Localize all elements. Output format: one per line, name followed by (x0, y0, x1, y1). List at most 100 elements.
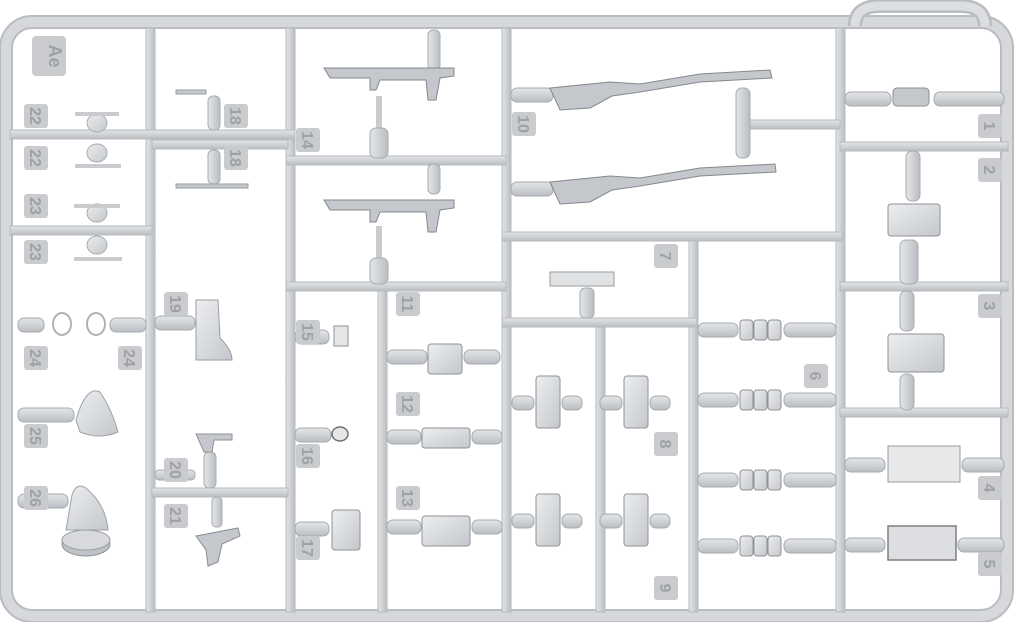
part-18[interactable] (175, 89, 249, 189)
part-number-labels: 1234567891011121314151617181819202122222… (24, 104, 1002, 600)
gate (649, 395, 671, 411)
part-number: 22 (26, 107, 43, 125)
part-label-23: 23 (24, 194, 48, 218)
part-label-16: 16 (296, 444, 320, 468)
part-number: 20 (166, 461, 183, 479)
part-10[interactable] (510, 69, 777, 205)
gate (649, 513, 671, 529)
part-25[interactable] (17, 390, 119, 437)
part-4[interactable] (844, 445, 1005, 483)
gate (697, 392, 739, 408)
part-label-4: 4 (978, 476, 1002, 500)
part-label-24: 24 (24, 346, 48, 370)
part-number: 23 (26, 243, 43, 261)
part-number: 21 (166, 507, 183, 525)
part-label-6: 6 (804, 364, 828, 388)
part-23[interactable] (74, 203, 122, 261)
part-number: 1 (980, 122, 997, 131)
inner-runners-h (9, 119, 1009, 498)
part-number: 4 (980, 484, 997, 493)
part-1[interactable] (844, 87, 1005, 107)
part-number: 11 (398, 296, 415, 313)
gate (783, 472, 837, 488)
part-label-9: 9 (654, 576, 678, 600)
magazine-pouch (623, 493, 649, 547)
pouch (739, 319, 754, 341)
part-5[interactable] (844, 525, 1005, 561)
gate (599, 513, 623, 529)
part-22[interactable] (75, 112, 121, 168)
part-number: 5 (980, 560, 997, 569)
part-label-8: 8 (654, 432, 678, 456)
part-14[interactable] (323, 29, 455, 285)
gate (783, 538, 837, 554)
part-3[interactable] (887, 290, 945, 411)
part-label-17: 17 (296, 536, 320, 560)
pouch (753, 535, 768, 557)
part-number: 16 (298, 447, 315, 465)
part-number: 7 (656, 252, 673, 261)
pouch (767, 319, 782, 341)
part-2[interactable] (887, 150, 941, 285)
gate (697, 538, 739, 554)
part-label-14: 14 (296, 128, 320, 152)
part-label-3: 3 (978, 294, 1002, 318)
gate (697, 322, 739, 338)
part-24[interactable] (17, 312, 147, 336)
magazine-pouch (535, 493, 561, 547)
part-6[interactable] (697, 319, 837, 557)
part-number: 2 (980, 166, 997, 175)
part-label-26: 26 (24, 486, 48, 510)
part-label-19: 19 (164, 292, 188, 316)
part-number: 3 (980, 302, 997, 311)
part-number: 17 (298, 539, 315, 557)
part-number: 22 (26, 149, 43, 167)
gate (783, 322, 837, 338)
magazine-pouch (535, 375, 561, 429)
part-label-1: 1 (978, 114, 1002, 138)
pouch (739, 389, 754, 411)
pouch (767, 389, 782, 411)
pouch (753, 389, 768, 411)
part-number: 18 (226, 149, 243, 167)
part-number: 26 (26, 489, 43, 507)
part-number: 10 (514, 115, 531, 133)
part-number: 23 (26, 197, 43, 215)
part-number: 14 (298, 131, 315, 149)
part-label-18: 18 (224, 146, 248, 170)
sprue-letter: Ae (45, 44, 65, 67)
part-number: 9 (656, 584, 673, 593)
pouch (767, 469, 782, 491)
part-label-24: 24 (118, 346, 142, 370)
part-label-18: 18 (224, 104, 248, 128)
gate (697, 472, 739, 488)
part-number: 19 (166, 295, 183, 313)
part-label-12: 12 (396, 392, 420, 416)
sprue-letter-tag: Ae (32, 36, 66, 76)
pouch (739, 535, 754, 557)
part-8[interactable] (511, 375, 671, 547)
gate (599, 395, 623, 411)
part-number: 8 (656, 440, 673, 449)
pouch (739, 469, 754, 491)
pouch (753, 319, 768, 341)
part-number: 13 (398, 489, 415, 507)
part-number: 15 (298, 323, 315, 341)
part-number: 12 (398, 395, 415, 413)
part-11[interactable] (386, 343, 501, 375)
part-label-7: 7 (654, 244, 678, 268)
pouch (753, 469, 768, 491)
part-21[interactable] (195, 496, 241, 567)
part-label-2: 2 (978, 158, 1002, 182)
part-19[interactable] (154, 299, 233, 361)
part-label-5: 5 (978, 552, 1002, 576)
part-16[interactable] (294, 426, 349, 443)
part-12[interactable] (386, 427, 503, 449)
gate (561, 513, 583, 529)
part-label-22: 22 (24, 104, 48, 128)
part-label-23: 23 (24, 240, 48, 264)
part-13[interactable] (386, 515, 503, 547)
part-7[interactable] (549, 271, 615, 319)
